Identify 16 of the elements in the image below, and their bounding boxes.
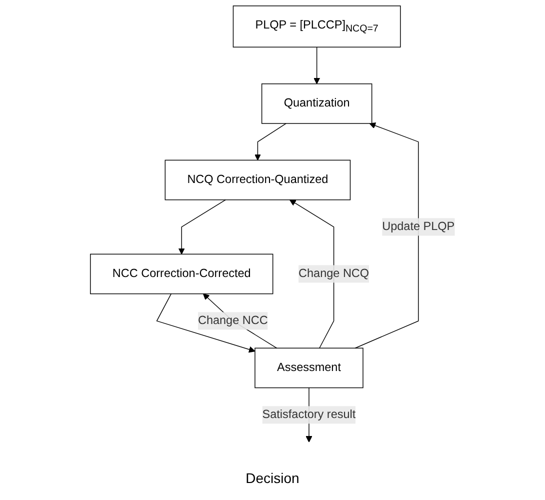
arrow	[290, 200, 334, 348]
arrow	[178, 199, 226, 254]
edge-label: Change NCQ	[298, 267, 370, 280]
node-box: PLQP = [PLCCP]$_{NCQ=7}$	[232, 6, 401, 48]
node-box: NCQ Correction-Quantized	[164, 160, 351, 200]
edge-label: Update PLQP	[382, 220, 455, 233]
note-text: Decision	[246, 470, 300, 488]
edge-label: Change NCC	[198, 314, 268, 327]
arrow	[314, 46, 320, 84]
node-box: Assessment	[254, 348, 364, 388]
edge-label: Satisfactory result	[262, 408, 356, 421]
arrow	[354, 122, 419, 348]
arrow	[156, 293, 256, 353]
node-box: Quantization	[261, 83, 372, 124]
node-box: NCC Correction-Corrected	[90, 254, 274, 294]
arrow	[254, 123, 286, 160]
